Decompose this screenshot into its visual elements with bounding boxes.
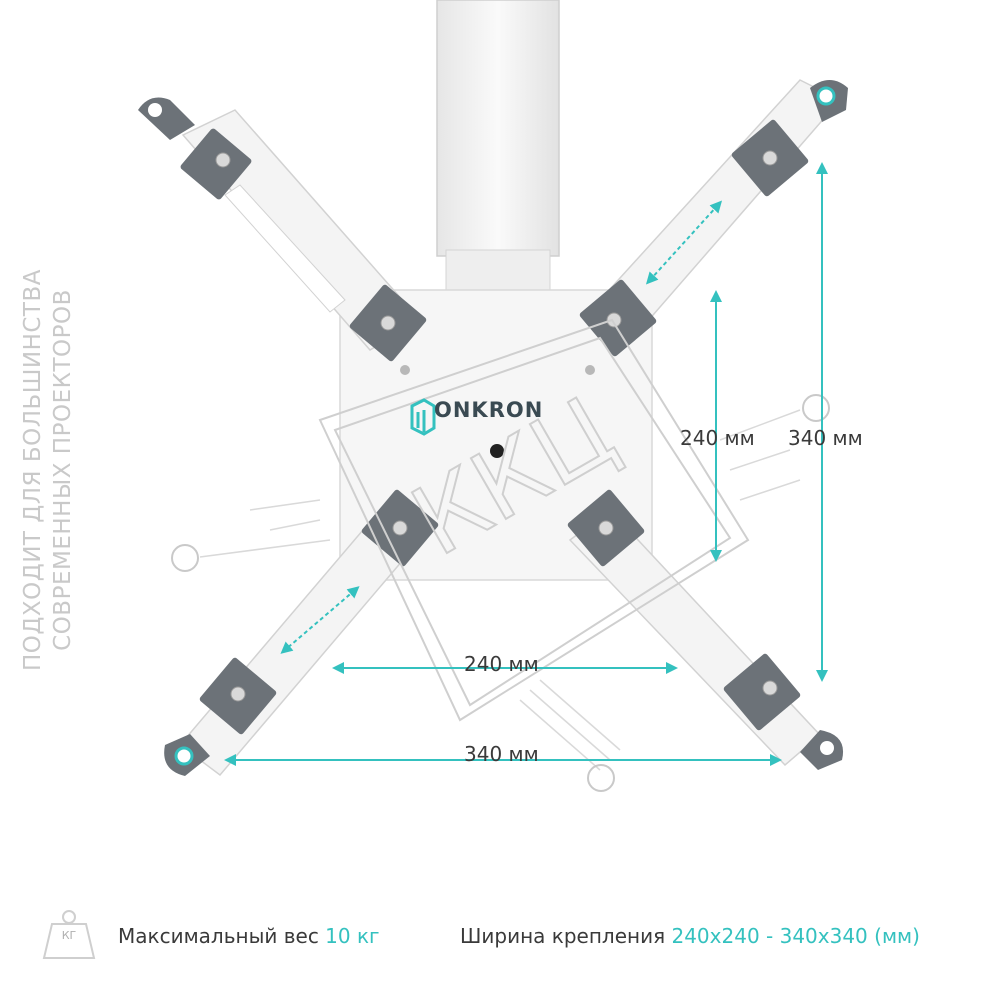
ceiling-pole (436, 0, 560, 257)
pole-inner (445, 249, 551, 296)
decor-circle-bottom (587, 764, 615, 792)
mount-width-spec: Ширина крепления 240x240 - 340x340 (мм) (460, 924, 920, 948)
dim-label-outer-vertical: 340 мм (788, 426, 863, 450)
weight-icon-label: КГ (61, 929, 77, 942)
footer-specs: КГ Максимальный вес 10 кг Ширина креплен… (0, 912, 1000, 962)
plate-screw (585, 365, 595, 375)
vertical-caption: ПОДХОДИТ ДЛЯ БОЛЬШИНСТВА СОВРЕМЕННЫХ ПРО… (18, 170, 78, 770)
max-weight-value: 10 кг (325, 924, 380, 948)
center-hole (490, 444, 504, 458)
vertical-caption-line2: СОВРЕМЕННЫХ ПРОЕКТОРОВ (50, 289, 76, 651)
onkron-logo-icon (410, 398, 436, 436)
mount-width-label: Ширина крепления (460, 924, 666, 948)
decor-circle-left (171, 544, 199, 572)
dim-label-inner-horizontal: 240 мм (464, 652, 539, 676)
decor-circle-right (802, 394, 830, 422)
bracket-arm-top-right (579, 79, 848, 357)
dim-label-inner-vertical: 240 мм (680, 426, 755, 450)
brand-name: ONKRON (434, 398, 544, 422)
max-weight-spec: Максимальный вес 10 кг (118, 924, 380, 948)
max-weight-label: Максимальный вес (118, 924, 319, 948)
bracket-arm-bottom-left (164, 489, 439, 777)
bracket-arm-top-left (138, 97, 427, 362)
watermark-stamp (318, 318, 750, 722)
plate-screw (400, 365, 410, 375)
bracket-arm-bottom-right (567, 489, 844, 770)
mount-width-value: 240x240 - 340x340 (мм) (671, 924, 920, 948)
vertical-caption-line1: ПОДХОДИТ ДЛЯ БОЛЬШИНСТВА (20, 269, 46, 671)
dim-label-outer-horizontal: 340 мм (464, 742, 539, 766)
weight-icon (42, 910, 96, 959)
